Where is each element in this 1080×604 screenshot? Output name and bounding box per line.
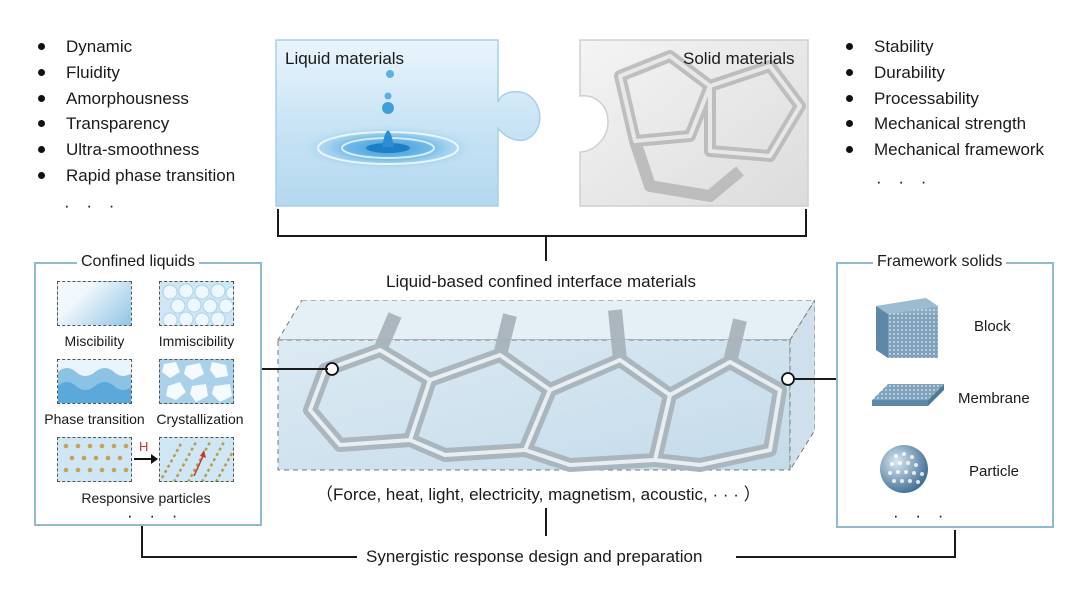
list-item: Mechanical strength xyxy=(842,111,1044,137)
liquid-properties-list: Dynamic Fluidity Amorphousness Transpare… xyxy=(34,34,235,189)
bracket-bottom xyxy=(277,235,807,237)
puzzle-illustration xyxy=(275,39,809,207)
framework-solids-title: Framework solids xyxy=(873,252,1007,272)
list-item: Durability xyxy=(842,60,1044,86)
aligned-particles-tile xyxy=(159,437,234,482)
solid-puzzle-piece xyxy=(579,39,809,207)
bracket-right xyxy=(805,209,807,237)
particle-label: Particle xyxy=(969,463,1020,480)
list-item: Dynamic xyxy=(34,34,235,60)
list-item: Amorphousness xyxy=(34,86,235,112)
framework-solids-ellipsis: · · · xyxy=(893,506,950,525)
bottom-bracket-right xyxy=(954,530,956,558)
bottom-bracket-right-arm xyxy=(736,556,956,558)
bracket-stem xyxy=(545,235,547,261)
right-connector-line xyxy=(794,378,836,380)
field-arrow xyxy=(134,458,156,460)
list-item: Rapid phase transition xyxy=(34,163,235,189)
field-label: H xyxy=(139,439,149,454)
bottom-title: Synergistic response design and preparat… xyxy=(366,547,703,566)
left-connector-line xyxy=(260,368,328,370)
bracket-left xyxy=(277,209,279,237)
solid-properties-ellipsis: · · · xyxy=(876,172,933,191)
block-icon xyxy=(876,298,938,358)
membrane-icon xyxy=(872,384,944,406)
confined-interface-box xyxy=(277,300,815,472)
responsive-particles-tile xyxy=(57,437,132,482)
solid-properties-list: Stability Durability Processability Mech… xyxy=(842,34,1044,163)
center-title: Liquid-based confined interface material… xyxy=(386,272,696,291)
arrow-head-icon xyxy=(151,454,158,464)
liquid-materials-label: Liquid materials xyxy=(285,49,405,68)
responsive-particles-label: Responsive particles xyxy=(81,490,211,506)
miscibility-label: Miscibility xyxy=(64,333,125,349)
miscibility-tile xyxy=(57,281,132,326)
list-item: Mechanical framework xyxy=(842,137,1044,163)
bottom-bracket-left xyxy=(141,526,143,558)
bottom-bracket-left-arm xyxy=(141,556,357,558)
particle-icon xyxy=(880,445,928,493)
phase-transition-tile xyxy=(57,359,132,404)
confined-liquids-ellipsis: · · · xyxy=(127,506,184,525)
framework-solids-icons xyxy=(872,298,944,493)
liquid-properties-ellipsis: · · · xyxy=(64,196,121,215)
immiscibility-tile xyxy=(159,281,234,326)
list-item: Ultra-smoothness xyxy=(34,137,235,163)
crystallization-tile xyxy=(159,359,234,404)
liquid-puzzle-piece xyxy=(275,39,541,207)
crystallization-label: Crystallization xyxy=(156,411,244,427)
membrane-label: Membrane xyxy=(958,390,1030,407)
list-item: Transparency xyxy=(34,111,235,137)
right-connector-dot xyxy=(781,372,795,386)
confined-liquids-title: Confined liquids xyxy=(77,252,199,272)
solid-materials-label: Solid materials xyxy=(683,49,795,68)
block-label: Block xyxy=(974,318,1011,335)
list-item: Processability xyxy=(842,86,1044,112)
stimuli-text: （Force, heat, light, electricity, magnet… xyxy=(316,485,761,504)
bottom-stem xyxy=(545,508,547,536)
phase-transition-label: Phase transition xyxy=(44,411,145,427)
list-item: Fluidity xyxy=(34,60,235,86)
list-item: Stability xyxy=(842,34,1044,60)
immiscibility-label: Immiscibility xyxy=(158,333,235,349)
